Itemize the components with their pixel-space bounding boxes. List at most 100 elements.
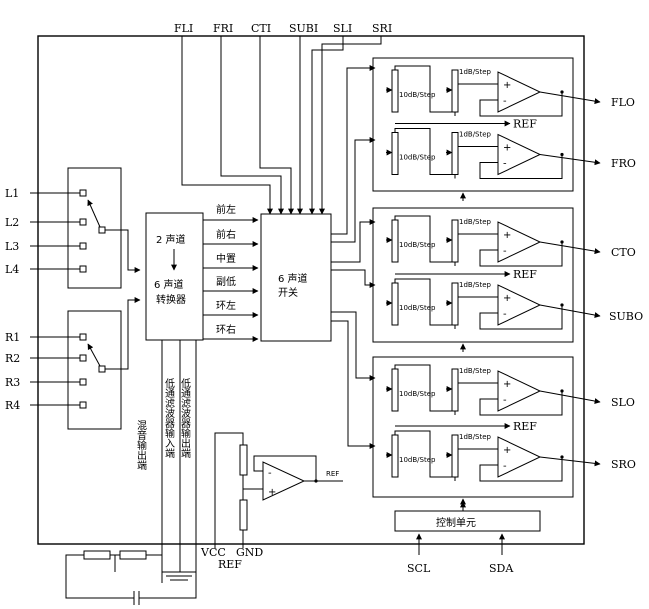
converter-outputs: 前左 前右 中置 副低 环左 环右 (203, 203, 259, 342)
attenuator-1db-label: 1dB/Step (459, 218, 492, 226)
attenuator-10db-label: 10dB/Step (399, 304, 436, 312)
attenuator-10db-label: 10dB/Step (399, 390, 436, 398)
control-unit: 控制单元 (394, 501, 541, 532)
input-label-l2: L2 (5, 216, 19, 229)
volume-block-3: 10dB/Step 1dB/Step + - 10dB/Step 1dB/Step + - RE… (372, 356, 601, 507)
input-label-sli: SLI (333, 22, 352, 35)
ref-line-label: REF (513, 268, 537, 281)
attenuator-1db-label: 1dB/Step (459, 68, 492, 76)
left-input-selector: L1 L2 L3 L4 (5, 167, 141, 289)
volume-block-2: 10dB/Step1dB/Step+-10dB/Step1dB/Step+-RE… (372, 207, 601, 352)
output-opamp (497, 436, 542, 478)
converter-out-center: 中置 (216, 252, 236, 265)
output-opamp (497, 284, 542, 326)
cti-line (259, 36, 294, 215)
converter-out-sub: 副低 (216, 275, 236, 288)
input-label-l4: L4 (5, 263, 19, 276)
ref-minus-sign: - (268, 468, 272, 479)
switch-line1: 6 声道 (278, 272, 308, 285)
sri-line (319, 36, 382, 215)
opamp-plus-sign: + (503, 230, 511, 241)
output-label-subo: SUBO (609, 310, 643, 323)
opamp-plus-sign: + (503, 143, 511, 154)
opamp-minus-sign: - (503, 309, 507, 320)
external-rc-network (65, 550, 197, 605)
control-unit-box (394, 510, 541, 532)
fli-line (181, 36, 273, 215)
output-labels: FLO FRO CTO SUBO SLO SRO (609, 96, 643, 471)
converter-line2: 6 声道 (154, 278, 184, 291)
lpf-terminals: 混音输出端 低通滤波器输入端 低通滤波器输出端 (135, 340, 197, 583)
opamp-minus-sign: - (503, 159, 507, 170)
attenuator-10db-label: 10dB/Step (399, 154, 436, 162)
output-label-sro: SRO (611, 458, 636, 471)
converter-out-front-right: 前右 (216, 228, 236, 241)
input-label-l1: L1 (5, 187, 19, 200)
output-label-slo: SLO (611, 396, 635, 409)
opamp-plus-sign: + (503, 80, 511, 91)
converter-box (145, 212, 204, 341)
pin-gnd: GND (236, 546, 263, 559)
attenuator-10db-label: 10dB/Step (399, 456, 436, 464)
input-label-fri: FRI (213, 22, 233, 35)
fri-line (220, 36, 284, 215)
opamp-minus-sign: - (503, 96, 507, 107)
opamp-plus-sign: + (503, 379, 511, 390)
attenuator-10db-label: 10dB/Step (399, 241, 436, 249)
ref-buffer-output-label: REF (326, 470, 339, 478)
input-label-r1: R1 (5, 331, 20, 344)
input-label-fli: FLI (174, 22, 193, 35)
control-unit-label: 控制单元 (436, 516, 476, 529)
converter-out-surround-left: 环左 (216, 299, 236, 312)
opamp-minus-sign: - (503, 395, 507, 406)
switch-line2: 开关 (278, 286, 298, 299)
opamp-plus-sign: + (503, 293, 511, 304)
ref-opamp (262, 461, 306, 501)
attenuator-1db-label: 1dB/Step (459, 281, 492, 289)
channel-converter: 2 声道 6 声道 转换器 (145, 212, 204, 341)
attenuator-1db-label: 1dB/Step (459, 433, 492, 441)
opamp-minus-sign: - (503, 246, 507, 257)
ref-line-label: REF (513, 118, 537, 131)
input-label-cti: CTI (251, 22, 271, 35)
right-selector-box (67, 310, 122, 430)
lpf-input-label: 低通滤波器输入端 (163, 377, 175, 459)
volume-blocks: 10dB/Step1dB/Step+-10dB/Step1dB/Step+-RE… (372, 57, 601, 507)
sli-line (309, 36, 344, 215)
pin-sda: SDA (489, 562, 514, 575)
input-label-sri: SRI (372, 22, 392, 35)
output-label-flo: FLO (611, 96, 635, 109)
converter-out-front-left: 前左 (216, 203, 236, 216)
right-input-selector: R1 R2 R3 R4 (5, 297, 141, 430)
attenuator-1db-label: 1dB/Step (459, 367, 492, 375)
output-opamp (497, 221, 542, 263)
left-selector-box (67, 167, 122, 289)
top-input-group: FLI FRI CTI SUBI SLI SRI (174, 22, 392, 215)
attenuator-10db-label: 10dB/Step (399, 91, 436, 99)
mix-output-label: 混音输出端 (135, 420, 147, 471)
switch-box (260, 213, 332, 342)
pin-vcc: VCC (200, 546, 226, 559)
output-opamp (497, 71, 542, 113)
converter-out-surround-right: 环右 (216, 323, 236, 336)
converter-line1: 2 声道 (156, 233, 186, 246)
attenuator-1db-label: 1dB/Step (459, 131, 492, 139)
input-label-r2: R2 (5, 352, 20, 365)
lpf-output-label: 低通滤波器输出端 (179, 377, 191, 459)
input-label-subi: SUBI (289, 22, 318, 35)
ref-plus-sign: + (268, 487, 276, 498)
converter-line3: 转换器 (156, 293, 186, 306)
ref-line-label: REF (513, 420, 537, 433)
output-opamp (497, 370, 542, 412)
opamp-plus-sign: + (503, 445, 511, 456)
pin-ref: REF (218, 558, 242, 571)
opamp-minus-sign: - (503, 461, 507, 472)
input-label-r3: R3 (5, 376, 20, 389)
channel-switch: 6 声道 开关 (260, 65, 376, 449)
output-opamp (497, 133, 542, 176)
input-label-l3: L3 (5, 240, 19, 253)
output-label-cto: CTO (611, 246, 636, 259)
input-label-r4: R4 (5, 399, 20, 412)
chip-outline (37, 35, 585, 545)
